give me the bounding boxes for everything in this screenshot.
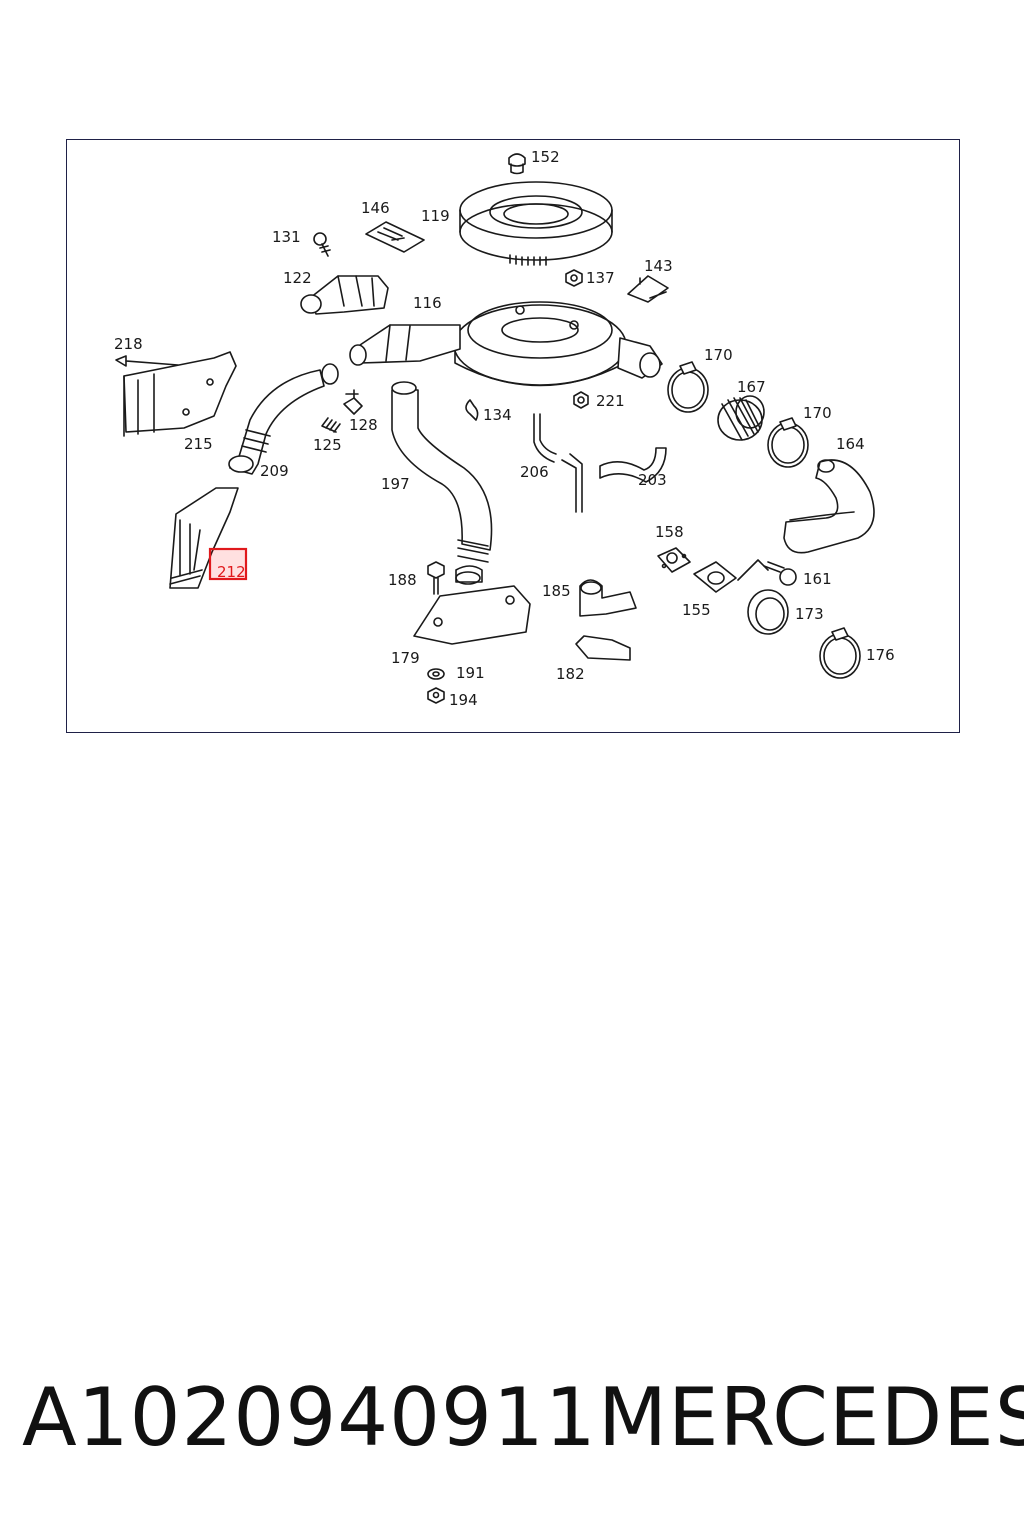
part-212-duct xyxy=(169,487,239,589)
callout-170-upper: 170 xyxy=(704,346,733,364)
callout-164: 164 xyxy=(836,435,865,453)
part-182-bracket xyxy=(575,635,631,661)
part-185-cap xyxy=(579,579,637,617)
callout-146: 146 xyxy=(361,199,390,217)
part-170-clamp-lower xyxy=(767,417,809,468)
part-152-cap xyxy=(508,153,526,175)
callout-122: 122 xyxy=(283,269,312,287)
highlight-box-212 xyxy=(208,547,248,581)
callout-161: 161 xyxy=(803,570,832,588)
part-164-elbow-hose xyxy=(783,459,875,554)
callout-209: 209 xyxy=(260,462,289,480)
part-146-plate xyxy=(365,221,425,253)
callout-119: 119 xyxy=(421,207,450,225)
part-188-bolt xyxy=(427,561,445,595)
callout-170-lower: 170 xyxy=(803,404,832,422)
part-119-filter-element xyxy=(459,181,613,266)
callout-167: 167 xyxy=(737,378,766,396)
callout-155: 155 xyxy=(682,601,711,619)
callout-191: 191 xyxy=(456,664,485,682)
callout-179: 179 xyxy=(391,649,420,667)
callout-173: 173 xyxy=(795,605,824,623)
part-122-snorkel xyxy=(300,275,389,315)
part-194-nut xyxy=(427,687,445,704)
callout-158: 158 xyxy=(655,523,684,541)
part-206-small-hose xyxy=(533,413,583,513)
callout-125: 125 xyxy=(313,436,342,454)
part-131-screw xyxy=(313,232,331,257)
callout-131: 131 xyxy=(272,228,301,246)
callout-218: 218 xyxy=(114,335,143,353)
part-137-nut xyxy=(565,269,583,287)
part-209-corrugated-hose xyxy=(228,363,339,475)
part-134-clip xyxy=(465,399,479,421)
part-143-clip xyxy=(627,275,669,303)
part-116-filter-housing xyxy=(349,301,663,387)
part-197-intake-hose xyxy=(391,381,493,563)
part-203-formed-hose xyxy=(599,447,667,483)
callout-188: 188 xyxy=(388,571,417,589)
part-179-intake-base xyxy=(413,565,531,645)
part-221-nut xyxy=(573,391,589,409)
callout-197: 197 xyxy=(381,475,410,493)
part-191-washer xyxy=(427,668,445,680)
part-218-pin xyxy=(115,355,179,367)
callout-137: 137 xyxy=(586,269,615,287)
part-155-flange xyxy=(693,559,769,593)
callout-134: 134 xyxy=(483,406,512,424)
callout-182: 182 xyxy=(556,665,585,683)
part-161-bolt xyxy=(763,561,797,586)
callout-143: 143 xyxy=(644,257,673,275)
footer: A1020940911 MERCEDES xyxy=(0,1368,1024,1468)
part-170-clamp-upper xyxy=(667,361,709,413)
exploded-parts-diagram: 152 146 119 131 122 143 137 116 218 170 … xyxy=(114,148,895,709)
part-176-clamp xyxy=(819,627,861,679)
callout-185: 185 xyxy=(542,582,571,600)
part-125-spring xyxy=(321,417,341,433)
part-128-valve xyxy=(343,389,363,415)
part-173-ring xyxy=(747,589,789,635)
part-167-bellows xyxy=(717,395,765,441)
callout-128: 128 xyxy=(349,416,378,434)
callout-194: 194 xyxy=(449,691,478,709)
callout-212: 212 xyxy=(217,563,246,581)
callout-203: 203 xyxy=(638,471,667,489)
callout-215: 215 xyxy=(184,435,213,453)
brand-name: MERCEDES xyxy=(598,1371,1024,1464)
callout-221: 221 xyxy=(596,392,625,410)
part-215-duct-bracket xyxy=(123,351,237,437)
part-number: A1020940911 xyxy=(22,1371,597,1464)
callout-176: 176 xyxy=(866,646,895,664)
callout-206: 206 xyxy=(520,463,549,481)
part-158-gasket xyxy=(657,547,691,573)
diagram-frame xyxy=(66,139,960,733)
callout-116: 116 xyxy=(413,294,442,312)
callout-152: 152 xyxy=(531,148,560,166)
